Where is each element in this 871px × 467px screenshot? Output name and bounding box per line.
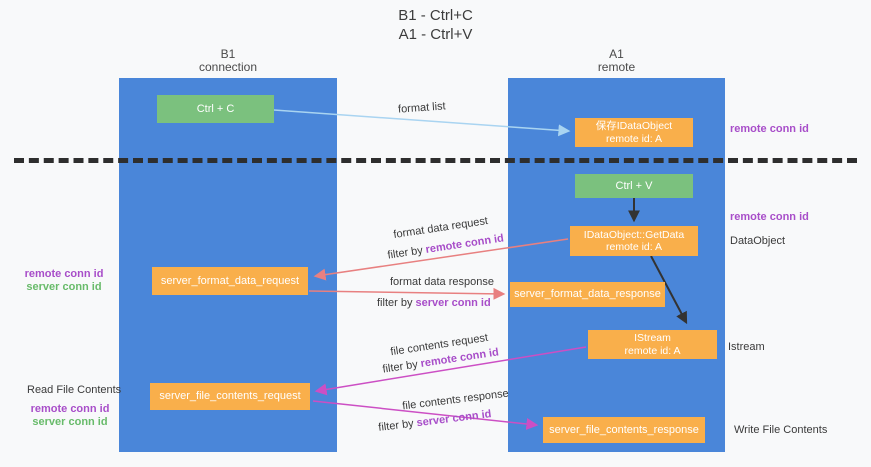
node-idataobject-getdata-line2: remote id: A <box>605 241 663 253</box>
server-conn-id-label: server conn id <box>26 281 102 293</box>
node-ctrl-c: Ctrl + C <box>157 95 274 123</box>
server-conn-id-label: server conn id <box>32 416 108 428</box>
annotation-remote-conn-id-top: remote conn id <box>730 123 809 135</box>
lane-b1-subtitle: connection <box>198 60 258 74</box>
node-istream-line1: IStream <box>634 332 671 344</box>
format-data-response-arrow <box>308 287 506 300</box>
format-list-label: format list <box>397 100 447 116</box>
diagram-title-line2: A1 - Ctrl+V <box>398 26 473 43</box>
remote-conn-id-text: remote conn id <box>424 232 505 256</box>
file-contents-response-label: file contents response <box>401 387 510 413</box>
node-server-file-contents-request: server_file_contents_request <box>150 383 310 410</box>
format-data-response-label: format data response <box>390 276 494 288</box>
annotation-format-conn-ids: remote conn id server conn id <box>18 268 110 294</box>
annotation-remote-conn-id-mid: remote conn id <box>730 211 809 223</box>
lane-a1-title: A1 <box>609 47 624 61</box>
node-istream-line2: remote id: A <box>624 344 681 357</box>
remote-conn-id-label: remote conn id <box>30 403 110 415</box>
annotation-write-file-contents: Write File Contents <box>734 424 828 436</box>
node-idataobject-getdata: IDataObject::GetData remote id: A <box>570 226 698 256</box>
node-server-format-data-request: server_format_data_request <box>152 267 308 295</box>
lane-header-b1: B1 connection <box>119 48 337 74</box>
format-data-response-filter-label: filter by server conn id <box>377 297 491 309</box>
node-idataobject-getdata-line1: IDataObject::GetData <box>583 228 685 241</box>
filter-by-text: filter by <box>377 297 416 309</box>
file-contents-response-filter-label: filter by server conn id <box>378 408 492 434</box>
annotation-istream: Istream <box>728 341 765 353</box>
node-save-idataobject: 保存IDataObject remote id: A <box>575 118 693 147</box>
session-separator-dashed-line <box>14 158 857 163</box>
node-server-file-contents-response: server_file_contents_response <box>543 417 705 443</box>
node-ctrl-v: Ctrl + V <box>575 174 693 198</box>
filter-by-text: filter by <box>377 417 418 434</box>
filter-by-text: filter by <box>381 358 422 376</box>
node-server-format-data-response: server_format_data_response <box>510 282 665 307</box>
node-save-idataobject-line2: remote id: A <box>605 132 663 145</box>
remote-conn-id-label: remote conn id <box>24 268 104 280</box>
node-istream: IStream remote id: A <box>588 330 717 359</box>
filter-by-text: filter by <box>386 244 427 262</box>
annotation-dataobject: DataObject <box>730 235 786 247</box>
server-conn-id-text: server conn id <box>415 408 493 430</box>
lane-header-a1: A1 remote <box>508 48 725 74</box>
diagram-title: B1 - Ctrl+C A1 - Ctrl+V <box>0 6 871 44</box>
annotation-file-conn-ids: remote conn id server conn id <box>20 403 120 429</box>
lane-b1-title: B1 <box>220 47 236 61</box>
server-conn-id-text: server conn id <box>415 297 491 309</box>
diagram-title-line1: B1 - Ctrl+C <box>398 7 473 24</box>
lane-a1-subtitle: remote <box>597 60 636 74</box>
annotation-read-file-contents: Read File Contents <box>27 384 122 396</box>
node-save-idataobject-line1: 保存IDataObject <box>595 120 673 132</box>
